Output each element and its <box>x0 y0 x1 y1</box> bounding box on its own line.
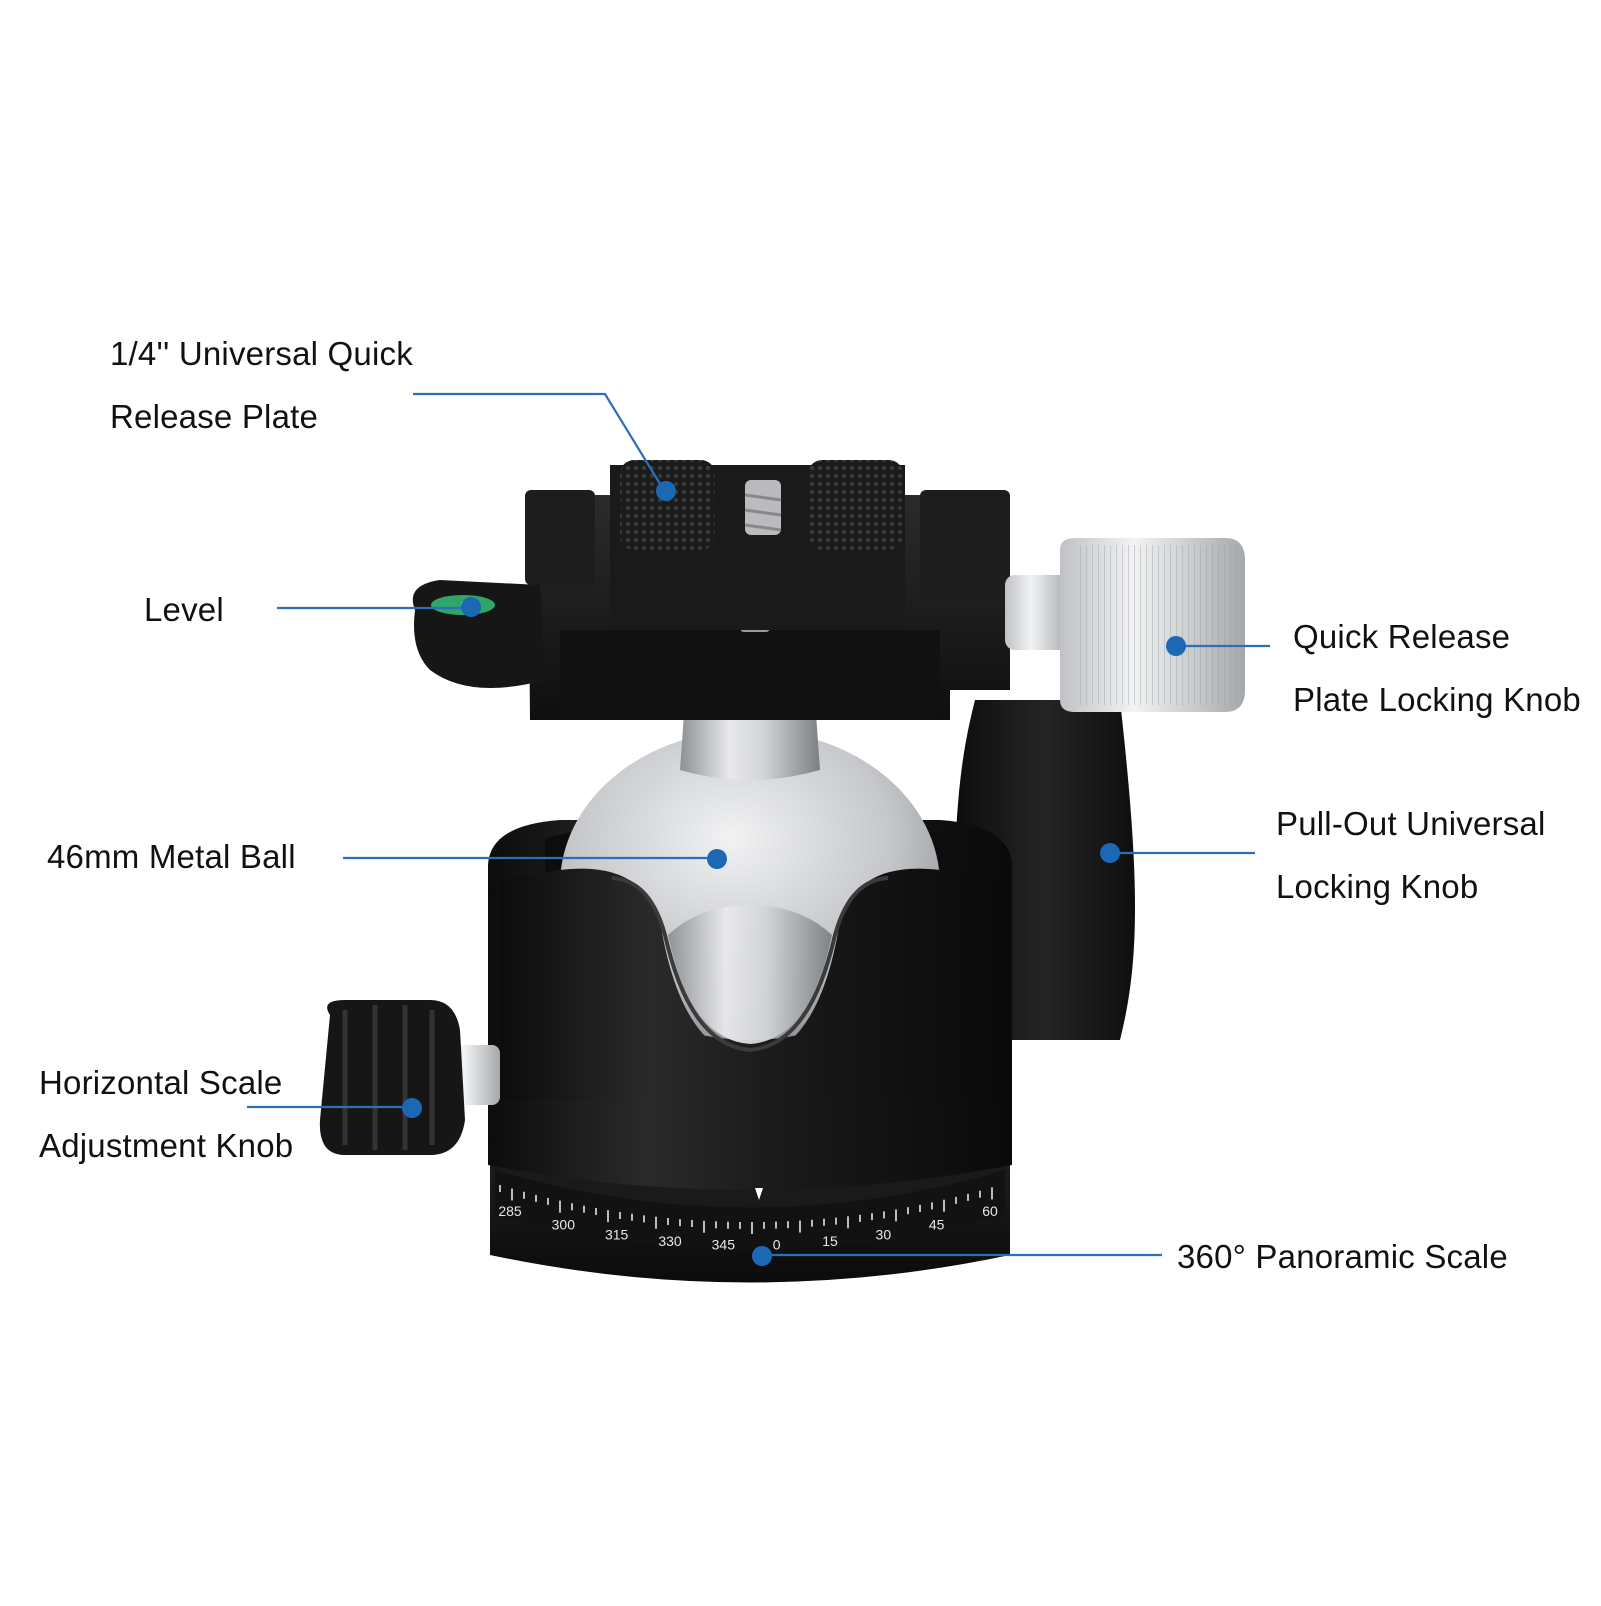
dot-level <box>461 597 481 617</box>
scale-tick-label: 30 <box>876 1226 892 1242</box>
scale-tick-label: 45 <box>929 1216 945 1232</box>
label-horizontal-line2: Adjustment Knob <box>39 1127 294 1164</box>
label-qr-plate-line2: Release Plate <box>110 398 319 435</box>
scale-ring <box>495 1170 1005 1250</box>
label-pull-out-line2: Locking Knob <box>1276 868 1479 905</box>
label-qr-knob-line2: Plate Locking Knob <box>1293 681 1581 718</box>
mount-screw <box>745 480 781 535</box>
scale-tick-label: 300 <box>552 1216 576 1232</box>
dot-qr-plate <box>656 481 676 501</box>
dot-horizontal <box>402 1098 422 1118</box>
label-pull-out-line1: Pull-Out Universal <box>1276 805 1546 842</box>
scale-tick-label: 330 <box>658 1233 682 1249</box>
label-metal-ball: 46mm Metal Ball <box>47 838 296 875</box>
label-panoramic: 360° Panoramic Scale <box>1177 1238 1508 1275</box>
label-level: Level <box>144 591 224 628</box>
scale-tick-label: 0 <box>773 1237 781 1253</box>
grip-pad-4 <box>808 500 903 550</box>
qr-knob-shaft <box>1005 575 1070 650</box>
leader-qr-plate <box>413 392 666 493</box>
dot-qr-knob <box>1166 636 1186 656</box>
scale-tick-label: 315 <box>605 1226 629 1242</box>
scale-tick-label: 285 <box>498 1203 522 1219</box>
dot-panoramic <box>752 1246 772 1266</box>
scale-pointer-icon <box>755 1188 763 1200</box>
label-qr-knob-line1: Quick Release <box>1293 618 1511 655</box>
dot-pull-out <box>1100 843 1120 863</box>
label-qr-plate-line1: 1/4'' Universal Quick <box>110 335 413 372</box>
scale-tick-label: 15 <box>822 1233 838 1249</box>
label-horizontal-line1: Horizontal Scale <box>39 1064 283 1101</box>
grip-pad-2 <box>808 460 903 510</box>
dot-metal-ball <box>707 849 727 869</box>
scale-tick-label: 60 <box>982 1203 998 1219</box>
scale-tick-label: 345 <box>712 1237 736 1253</box>
horizontal-knob <box>319 1000 465 1155</box>
grip-pad-3 <box>620 500 715 550</box>
